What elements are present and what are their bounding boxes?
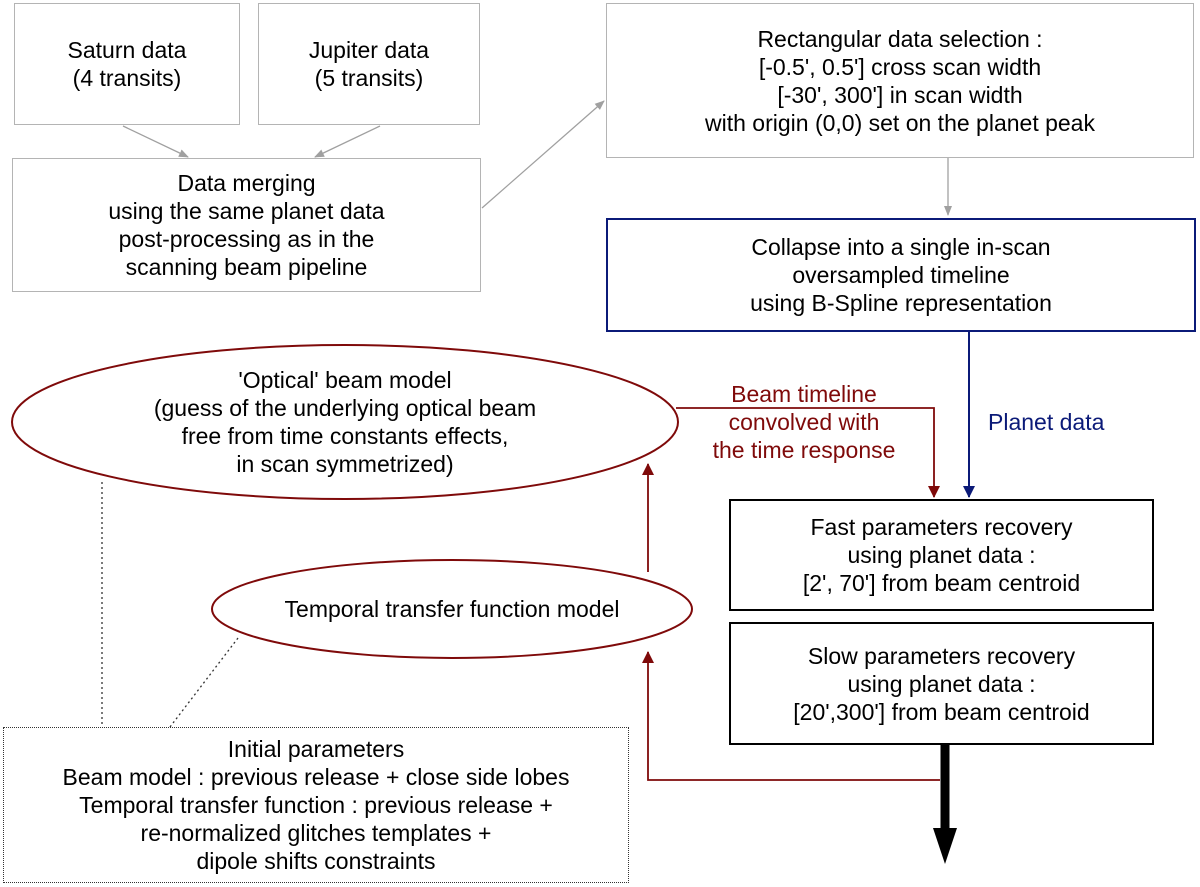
slow-recovery-node: Slow parameters recovery using planet da… [729,622,1154,745]
initial-parameters-line-2: Beam model : previous release + close si… [62,764,570,790]
data-selection-line-2: [-0.5', 0.5'] cross scan width [758,53,1042,80]
planet-data-label: Planet data [988,408,1138,436]
beam-timeline-label-line-3: the time response [712,437,896,463]
optical-beam-model-line-1: 'Optical' beam model [238,367,452,393]
beam-timeline-label-line-2: convolved with [728,409,880,435]
data-merging-line-1: Data merging [177,170,316,196]
jupiter-data-node: Jupiter data (5 transits) [258,3,480,125]
collapse-timeline-line-2: oversampled timeline [792,262,1010,288]
arrow-jupiter-to-merging [314,125,381,158]
data-merging-line-3: post-processing as in the [118,226,375,252]
collapse-timeline-node: Collapse into a single in-scan oversampl… [606,218,1196,332]
collapse-timeline-line-3: using B-Spline representation [750,290,1052,316]
arrow-optical-model-to-fast-recovery [676,407,940,498]
data-merging-node: Data merging using the same planet data … [12,158,481,292]
optical-beam-model-line-4: in scan symmetrized) [236,451,454,477]
beam-timeline-label-line-1: Beam timeline [731,381,877,407]
data-selection-line-3: [-30', 300'] in scan width [777,81,1023,108]
arrow-saturn-to-merging [122,125,189,158]
optical-beam-model-shape [11,344,679,500]
slow-recovery-line-2: using planet data : [847,670,1036,697]
data-selection-line-4: with origin (0,0) set on the planet peak [705,109,1095,136]
data-selection-node: Rectangular data selection : [-0.5', 0.5… [606,3,1194,158]
slow-recovery-line-1: Slow parameters recovery [807,642,1076,669]
fast-recovery-line-2: using planet data : [847,542,1036,568]
data-selection-line-1: Rectangular data selection : [757,25,1043,52]
optical-beam-model-line-3: free from time constants effects, [181,423,509,449]
saturn-data-line-1: Saturn data [67,37,187,63]
temporal-transfer-model-line-1: Temporal transfer function model [284,596,620,622]
initial-parameters-line-4: re-normalized glitches templates + [140,820,492,846]
initial-parameters-node: Initial parameters Beam model : previous… [3,727,629,883]
temporal-transfer-model-shape [211,559,693,659]
planet-data-label-line-1: Planet data [988,409,1105,435]
saturn-data-line-2: (4 transits) [72,65,182,91]
fast-recovery-line-1: Fast parameters recovery [810,514,1073,540]
initial-parameters-line-1: Initial parameters [227,736,405,762]
dotted-link-temporal-model [169,637,239,728]
collapse-timeline-line-1: Collapse into a single in-scan [751,234,1051,260]
arrow-merging-to-selection [481,100,605,209]
data-merging-line-2: using the same planet data [108,198,385,224]
fast-recovery-line-3: [2', 70'] from beam centroid [802,570,1081,596]
saturn-data-node: Saturn data (4 transits) [14,3,240,125]
temporal-transfer-model-node: Temporal transfer function model [214,580,690,638]
jupiter-data-line-1: Jupiter data [308,37,430,63]
initial-parameters-line-5: dipole shifts constraints [196,848,436,874]
data-merging-line-4: scanning beam pipeline [125,254,368,280]
arrow-slow-recovery-to-temporal-model [642,651,940,781]
optical-beam-model-node: 'Optical' beam model (guess of the under… [14,350,676,494]
beam-timeline-label: Beam timeline convolved with the time re… [684,380,924,464]
optical-beam-model-line-2: (guess of the underlying optical beam [153,395,537,421]
fast-recovery-node: Fast parameters recovery using planet da… [729,499,1154,611]
jupiter-data-line-2: (5 transits) [314,65,424,91]
output-arrow-head [933,828,957,864]
initial-parameters-line-3: Temporal transfer function : previous re… [79,792,553,818]
slow-recovery-line-3: [20',300'] from beam centroid [793,698,1090,725]
